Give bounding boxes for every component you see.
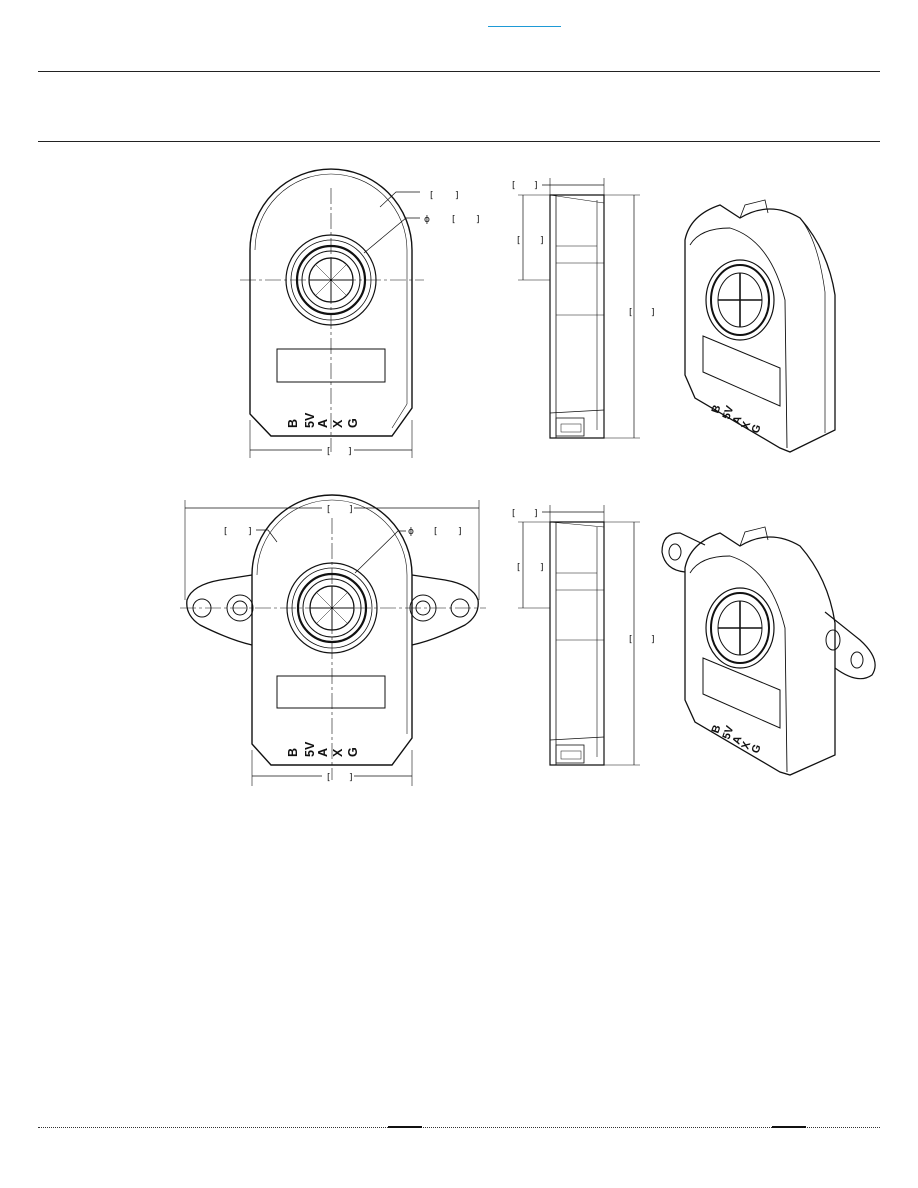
- footer-mark-left: [388, 1126, 422, 1128]
- pin-label-x: X: [740, 739, 754, 751]
- pin-label-a: A: [316, 748, 330, 757]
- dim-bracket-close: ]: [540, 563, 544, 573]
- pin-label-x: X: [331, 748, 345, 757]
- pin-label-g: G: [346, 747, 360, 757]
- header-rule-top: [38, 71, 880, 72]
- front-view-bottom: [180, 494, 486, 786]
- pin-labels-bottom: B 5V A X G: [286, 741, 360, 757]
- pin-label-a: A: [731, 414, 745, 426]
- pin-label-x: X: [331, 419, 345, 428]
- dim-bracket-open: [: [327, 773, 331, 783]
- header-rule-bottom: [38, 141, 880, 142]
- dim-bracket-open: [: [327, 447, 331, 457]
- pin-label-b: B: [710, 403, 724, 415]
- pin-labels-iso-bottom: B 5V A X G: [710, 723, 764, 755]
- dim-bracket-close: ]: [651, 308, 655, 318]
- dim-bracket-open: [: [452, 215, 456, 225]
- footer-mark-right: [772, 1126, 806, 1128]
- dim-bracket-close: ]: [534, 509, 538, 519]
- dim-bracket-open: [: [512, 181, 516, 191]
- dim-bracket-open: [: [430, 191, 434, 201]
- pin-label-g: G: [750, 423, 764, 435]
- pin-labels-top: B 5V A X G: [286, 412, 360, 428]
- dim-bracket-open: [: [517, 236, 521, 246]
- dim-bracket-open: [: [629, 308, 633, 318]
- pin-label-g: G: [346, 418, 360, 428]
- dim-bracket-close: ]: [349, 773, 353, 783]
- dim-bracket-close: ]: [651, 635, 655, 645]
- pin-label-a: A: [731, 734, 745, 746]
- pin-label-b: B: [286, 748, 300, 757]
- diameter-symbol: ϕ: [424, 215, 430, 225]
- iso-view-bottom: [661, 526, 876, 776]
- dim-bracket-close: ]: [455, 191, 459, 201]
- dim-bracket-close: ]: [248, 527, 252, 537]
- dim-bracket-close: ]: [476, 215, 480, 225]
- pin-label-a: A: [316, 419, 330, 428]
- dim-bracket-open: [: [629, 635, 633, 645]
- pin-label-g: G: [750, 743, 764, 755]
- pin-labels-iso-top: B 5V A X G: [710, 403, 764, 435]
- side-view-bottom: [518, 505, 640, 766]
- dim-bracket-close: ]: [348, 447, 352, 457]
- header-link-underline[interactable]: [488, 26, 561, 27]
- diameter-symbol: ϕ: [408, 527, 414, 537]
- dim-bracket-open: [: [512, 509, 516, 519]
- dim-bracket-open: [: [517, 563, 521, 573]
- iso-view-top: [684, 199, 836, 453]
- front-view-top: [240, 168, 424, 458]
- pin-label-b: B: [710, 723, 724, 735]
- pin-label-x: X: [740, 419, 754, 431]
- dim-bracket-open: [: [434, 527, 438, 537]
- pin-label-5v: 5V: [721, 724, 737, 741]
- dim-bracket-close: ]: [540, 236, 544, 246]
- pin-label-b: B: [286, 419, 300, 428]
- dim-bracket-close: ]: [349, 505, 353, 515]
- pin-label-5v: 5V: [721, 404, 737, 421]
- dim-bracket-close: ]: [534, 181, 538, 191]
- footer-rule: [38, 1127, 880, 1128]
- dim-bracket-open: [: [327, 505, 331, 515]
- dim-bracket-open: [: [224, 527, 228, 537]
- side-view-top: [518, 178, 640, 439]
- pin-label-5v: 5V: [303, 741, 317, 757]
- dim-bracket-close: ]: [458, 527, 462, 537]
- pin-label-5v: 5V: [303, 412, 317, 428]
